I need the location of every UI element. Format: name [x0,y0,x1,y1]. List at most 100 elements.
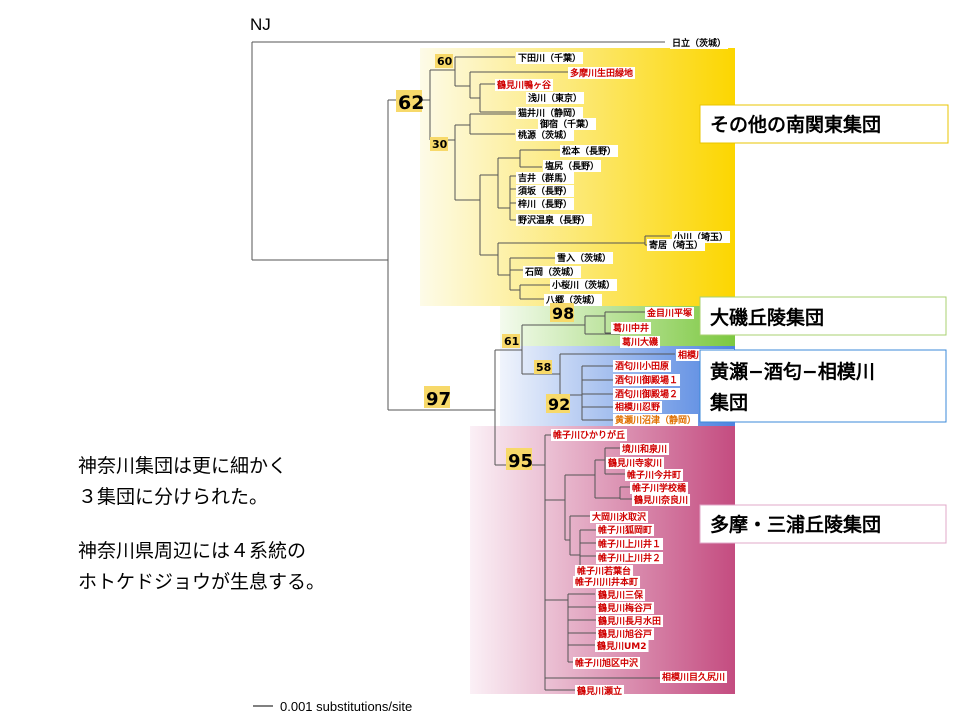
bootstrap-badge [546,394,570,413]
leaf-label-background [575,685,625,697]
leaf-label-background [573,576,641,588]
leaf-item: 小桜川（茨城） [550,279,618,291]
leaf-item: 須坂（長野） [516,185,575,197]
leaf-item: 塩尻（長野） [543,160,602,172]
leaf-item: 帷子川学校橋 [630,482,689,494]
bootstrap-value: 30 [430,137,448,151]
leaf-label: 酒匂川御殿場１ [615,374,678,386]
leaf-label-background [596,615,664,627]
leaf-label-background [620,443,670,455]
leaf-label-background [516,107,584,119]
bootstrap-label: 58 [536,361,551,374]
bootstrap-value: 97 [424,386,451,410]
group-label-kise-line1: 黄瀬−酒匂−相模川 [710,360,875,383]
leaf-label-background [670,37,729,49]
leaf-label-background [611,322,652,334]
leaf-item: 相模川目久尻川 [660,671,728,683]
note-line-2: ３集団に分けられた。 [78,486,268,508]
leaf-label-background [516,185,575,197]
leaf-item: 鶴見川瀬立 [575,685,625,697]
leaf-label-background [613,414,699,426]
leaf-label-background [590,511,649,523]
leaf-label: 多摩川生田緑地 [570,67,633,79]
group-box-kise: 黄瀬−酒匂−相模川 集団 [699,349,947,423]
leaf-item: 大岡川氷取沢 [590,511,649,523]
bootstrap-value: 92 [546,394,570,414]
leaf-label: 雪入（茨城） [557,252,611,264]
leaf-item: 酒匂川御殿場１ [613,374,681,386]
leaf-label: 鶴見川UM2 [597,640,647,652]
leaf-label: 相模川忍野 [615,401,660,413]
bootstrap-badge [534,360,552,374]
leaf-item: 葛川中井 [611,322,652,334]
bootstrap-badge [424,386,450,408]
leaf-label-background [596,524,655,536]
leaf-label-background [550,279,618,291]
leaf-item: 鶴見川旭谷戸 [596,628,655,640]
scale-bar-label: 0.001 substitutions/site [280,699,412,714]
leaf-label: 野沢温泉（長野） [518,214,590,226]
leaf-item: 鶴見川長月水田 [596,615,664,627]
leaf-label: 黄瀬川沼津（静岡） [615,414,696,426]
bootstrap-label: 60 [437,55,453,68]
bootstrap-badge [435,54,453,68]
leaf-label: 大岡川氷取沢 [592,511,647,523]
leaf-label: 帷子川川井本町 [575,576,638,588]
leaf-label: 境川和泉川 [622,443,667,455]
bootstrap-label: 61 [504,335,519,348]
note-line-3: 神奈川県周辺には４系統の [78,540,306,562]
leaf-label: 猫井川（静岡） [518,107,581,119]
leaf-item: 野沢温泉（長野） [516,214,593,226]
group-label-tama: 多摩・三浦丘陵集団 [710,513,881,536]
leaf-label: 帷子川今井町 [627,469,681,481]
leaf-item: 猫井川（静岡） [516,107,584,119]
leaf-item: 鶴見川寺家川 [606,457,665,469]
leaf-label-background [523,266,582,278]
leaf-item: 桃源（茨城） [516,129,575,141]
leaf-label-background [630,482,689,494]
leaf-label: 帷子川若葉台 [577,565,631,577]
leaf-label: 塩尻（長野） [545,160,599,172]
leaf-label-background [573,657,641,669]
leaf-label-background [596,589,646,601]
leaf-item: 境川和泉川 [620,443,670,455]
leaf-label: 松本（長野） [562,145,616,157]
leaf-label-background [606,457,665,469]
leaf-label-background [595,640,649,652]
leaf-item: 吉井（群馬） [516,172,575,184]
leaf-item: 多摩川生田緑地 [568,67,636,79]
note-line-4: ホトケドジョウが生息する。 [78,571,325,593]
leaf-item: 浅川（東京） [526,92,585,104]
leaf-item: 鶴見川三保 [596,589,646,601]
bootstrap-badge [506,448,532,470]
bootstrap-value: 95 [506,448,533,472]
leaf-label: 帷子川学校橋 [632,482,687,494]
bootstrap-label: 62 [398,92,424,114]
group-label-south-kanto: その他の南関東集団 [710,113,881,136]
leaf-label-background [596,552,664,564]
leaf-label: 鶴見川旭谷戸 [598,628,652,640]
leaf-label: 金目川平塚 [646,307,692,319]
bootstrap-value: 61 [502,334,520,348]
group-label-oiso: 大磯丘陵集団 [710,306,824,329]
leaf-label-background [543,160,602,172]
leaf-label: 鶴見川三保 [598,589,644,601]
leaf-label: 葛川中井 [612,322,649,334]
leaf-label-background [551,429,628,441]
leaf-item: 葛川大磯 [620,336,661,348]
leaf-label: 日立（茨城） [672,37,726,49]
leaf-item: 鶴見川鴨ヶ谷 [495,79,554,91]
leaf-item: 帷子川上川井１ [596,538,664,550]
leaf-label-background [516,214,593,226]
leaf-label-background [555,252,614,264]
leaf-item: 鶴見川奈良川 [632,494,691,506]
leaf-label: 帷子川上川井２ [598,552,661,564]
leaf-label-background [647,239,706,251]
leaf-label: 鶴見川瀬立 [577,685,622,697]
leaf-label-background [568,67,636,79]
leaf-item: 帷子川若葉台 [575,565,634,577]
leaf-item: 梓川（長野） [516,198,575,210]
leaf-label: 酒匂川御殿場２ [615,388,678,400]
